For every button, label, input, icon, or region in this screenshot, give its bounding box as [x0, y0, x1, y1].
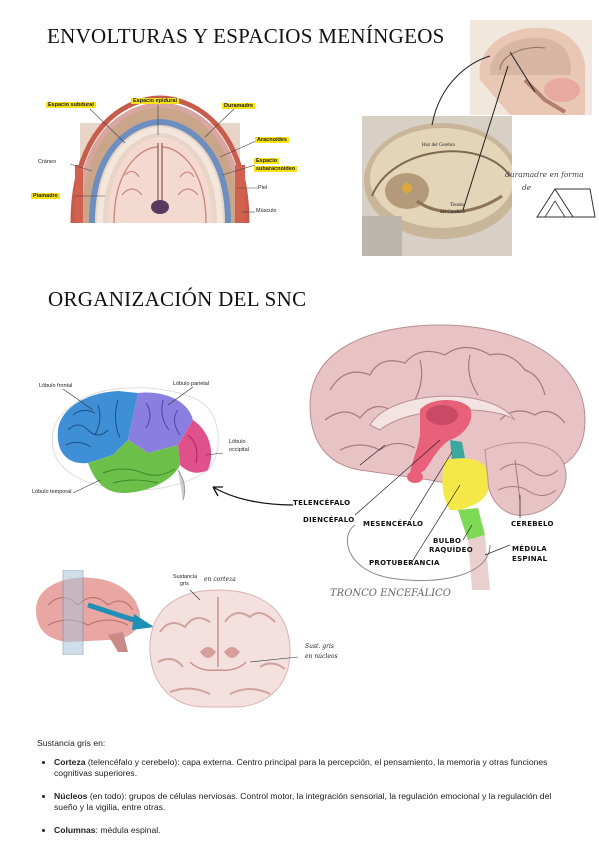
label-sg-corteza-3: en corteza: [204, 576, 236, 583]
label-medula-2: ESPINAL: [512, 555, 548, 563]
term-corteza: Corteza: [54, 757, 86, 767]
brain-side-with-plane-illustration: [36, 570, 154, 655]
label-cerebelo: CEREBELO: [511, 520, 554, 528]
brain-sagittal-illustration: [309, 324, 586, 590]
label-tienda-2: del Cerebelo: [440, 210, 466, 215]
label-tienda-1: Tienda: [450, 203, 464, 208]
label-espacio-subdural: Espacio subdural: [46, 102, 96, 108]
label-bulbo-1: BULBO: [433, 537, 462, 545]
skull-pointer-lines: [431, 51, 536, 211]
term-nucleos: Núcleos: [54, 791, 88, 801]
handnote-line2: de: [522, 183, 532, 192]
title-snc: ORGANIZACIÓN DEL SNC: [48, 287, 307, 311]
gray-matter-list: Corteza (telencéfalo y cerebelo): capa e…: [37, 757, 557, 836]
label-lobulo-occipital-2: occipital: [229, 447, 249, 453]
label-sg-corteza-1: Sustancia: [173, 574, 198, 580]
brain-lobes-illustration: [51, 386, 224, 501]
label-sg-nucleos-2: en núcleos: [305, 653, 338, 660]
list-item: Columnas: médula espinal.: [54, 825, 557, 836]
meninges-diagram: [69, 95, 258, 224]
label-piamadre: Piamadre: [31, 193, 60, 199]
label-protuberancia: PROTUBERANCIA: [369, 559, 440, 567]
label-aracnoides: Aracnoides: [255, 137, 289, 143]
handnote-line1: duramadre en forma: [505, 170, 584, 179]
label-lobulo-occipital-1: Lóbulo: [229, 439, 246, 445]
desc-columnas: : médula espinal.: [95, 825, 161, 835]
gray-matter-intro: Sustancia gris en:: [37, 738, 106, 748]
label-craneo: Cráneo: [38, 159, 57, 165]
label-hoz-cerebro: Hoz del Cerebro: [422, 143, 456, 148]
label-lobulo-temporal: Lóbulo temporal: [32, 489, 72, 495]
label-lobulo-parietal: Lóbulo parietal: [173, 381, 210, 387]
label-sg-corteza-2: gris: [180, 581, 189, 587]
head-sagittal-illustration: [470, 20, 592, 115]
label-duramadre: Duramadre: [222, 103, 256, 109]
arrow-telencefalo-to-lobes: [212, 486, 294, 506]
label-telencefalo: TELENCÉFALO: [293, 499, 351, 507]
list-item: Núcleos (en todo): grupos de células ner…: [54, 791, 557, 813]
desc-nucleos: (en todo): grupos de células nerviosas. …: [54, 791, 552, 812]
label-mesencefalo: MESENCÉFALO: [363, 520, 424, 528]
list-item: Corteza (telencéfalo y cerebelo): capa e…: [54, 757, 557, 779]
gray-matter-text: Sustancia gris en: Corteza (telencéfalo …: [37, 738, 557, 848]
label-sg-nucleos-1: Sust. gris: [305, 643, 334, 650]
label-musculo: Músculo: [256, 208, 277, 214]
label-espacio-subaracnoideo-2: subaracnoideo: [254, 166, 298, 172]
label-bulbo-2: RAQUÍDEO: [429, 546, 473, 554]
label-espacio-epidural: Espacio epidural: [131, 98, 180, 104]
skull-interior-illustration: Hoz del Cerebro Tienda del Cerebelo: [362, 116, 512, 256]
title-meninges: ENVOLTURAS Y ESPACIOS MENÍNGEOS: [47, 24, 445, 48]
label-medula-1: MÉDULA: [512, 545, 547, 553]
label-piel: Piel: [258, 185, 268, 191]
label-diencefalo: DIENCÉFALO: [303, 516, 355, 524]
label-espacio-subaracnoideo-1: Espacio: [254, 158, 280, 164]
tent-sketch-icon: [536, 188, 596, 218]
desc-corteza: (telencéfalo y cerebelo): capa externa. …: [54, 757, 548, 778]
label-tronco-encefalico: TRONCO ENCEFÁLICO: [330, 588, 451, 599]
label-lobulo-frontal: Lóbulo frontal: [39, 383, 73, 389]
brain-coronal-section-illustration: [149, 589, 299, 708]
term-columnas: Columnas: [54, 825, 96, 835]
